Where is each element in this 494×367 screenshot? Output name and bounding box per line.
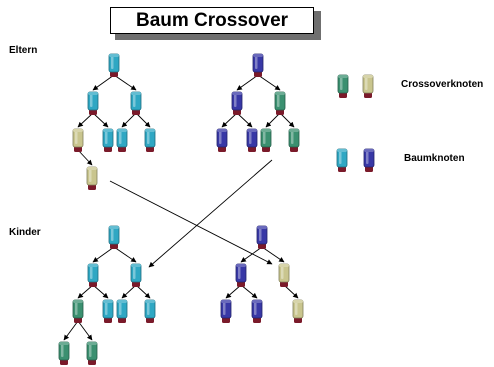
parent1-edge-a1-a1a — [77, 149, 93, 166]
child1-node-r — [108, 225, 120, 249]
parent1-edge-r-b — [113, 74, 137, 91]
parent2-edge-b-b2 — [279, 112, 295, 128]
child2-node-a1 — [220, 299, 232, 323]
child2-node-b — [278, 263, 290, 287]
children-label: Kinder — [9, 227, 41, 238]
crossover-arrow-parent2-to-child1 — [148, 159, 273, 268]
child1-edge-r-a — [92, 246, 115, 263]
child2-edge-b-b1 — [283, 284, 299, 299]
parent1-node-b — [130, 91, 142, 115]
parent1-edge-a-a1 — [77, 112, 94, 128]
parent2-node-b2 — [288, 128, 300, 152]
parent1-node-a1a — [86, 166, 98, 190]
parent2-edge-b-b1 — [265, 112, 281, 128]
parent1-node-a2 — [102, 128, 114, 152]
parent2-edge-a-a2 — [236, 112, 253, 128]
parent2-node-r — [252, 53, 264, 77]
parent1-edge-a-a2 — [92, 112, 109, 128]
child2-node-a2 — [251, 299, 263, 323]
crossover-arrow-parent1-to-child2 — [109, 180, 273, 265]
parent1-node-a3 — [116, 128, 128, 152]
child1-node-b — [130, 263, 142, 287]
tree-nodes-label: Baumknoten — [404, 153, 465, 164]
nodes-layer — [58, 53, 375, 365]
parent1-edge-b-b1 — [135, 112, 151, 128]
parent1-node-b1 — [144, 128, 156, 152]
legend-crossover-node-green — [337, 74, 349, 98]
parent2-node-b1 — [260, 128, 272, 152]
child1-edge-a1-c1 — [63, 320, 79, 341]
parent1-edge-r-a — [92, 74, 115, 91]
child1-edge-a-a2 — [92, 284, 109, 299]
parent2-edge-r-a — [236, 74, 259, 91]
edges-layer — [63, 74, 299, 341]
child2-edge-a-a1 — [225, 284, 242, 299]
child2-node-a — [235, 263, 247, 287]
child1-node-c1 — [58, 341, 70, 365]
parents-label: Eltern — [9, 45, 38, 56]
child1-node-a3 — [116, 299, 128, 323]
child2-node-b1 — [292, 299, 304, 323]
parent2-node-a2 — [246, 128, 258, 152]
parent2-edge-a-a1 — [221, 112, 238, 128]
legend-tree-node-cyan — [336, 148, 348, 172]
parent2-node-a — [231, 91, 243, 115]
parent1-node-r — [108, 53, 120, 77]
crossover-nodes-label: Crossoverknoten — [401, 79, 484, 90]
child1-node-c2 — [86, 341, 98, 365]
child1-node-a2 — [102, 299, 114, 323]
child2-node-r — [256, 225, 268, 249]
child1-edge-a-a1 — [77, 284, 94, 299]
parent2-node-a1 — [216, 128, 228, 152]
child1-edge-b-a3 — [121, 284, 137, 299]
child1-node-b1 — [144, 299, 156, 323]
child2-edge-a-a2 — [240, 284, 258, 299]
diagram-title: Baum Crossover — [110, 7, 314, 34]
parent2-node-b — [274, 91, 286, 115]
child1-node-a — [87, 263, 99, 287]
parent1-node-a — [87, 91, 99, 115]
child2-edge-r-b — [261, 246, 285, 263]
parent1-node-a1 — [72, 128, 84, 152]
legend-tree-node-blue — [363, 148, 375, 172]
child1-node-a1 — [72, 299, 84, 323]
child2-edge-r-a — [240, 246, 263, 263]
parent1-edge-b-a3 — [121, 112, 137, 128]
child1-edge-r-b — [113, 246, 137, 263]
child1-edge-b-b1 — [135, 284, 151, 299]
child1-edge-a1-c2 — [77, 320, 93, 341]
parent2-edge-r-b — [257, 74, 281, 91]
legend-crossover-node-olive — [362, 74, 374, 98]
